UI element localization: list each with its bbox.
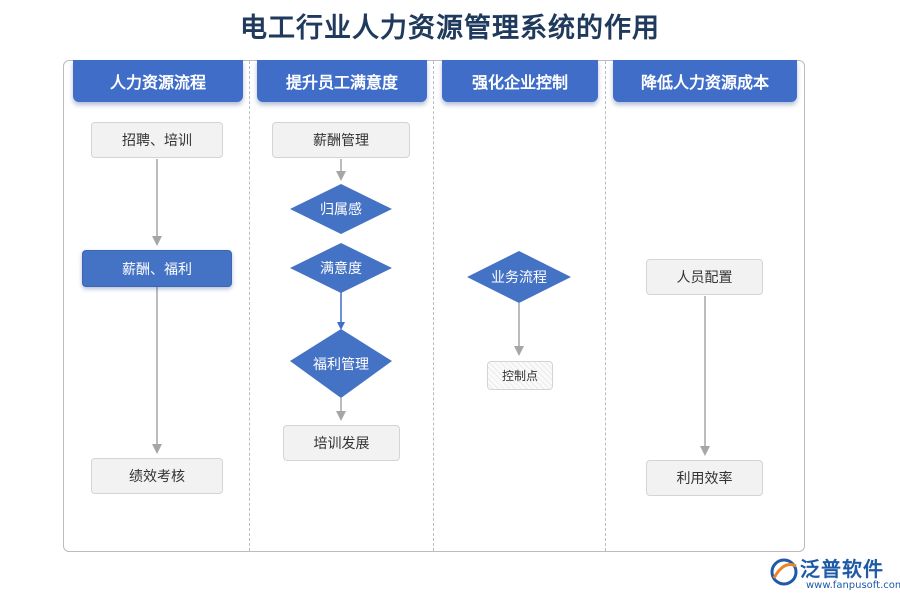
lane-divider — [605, 61, 606, 551]
lane-header-cost: 降低人力资源成本 — [613, 60, 797, 102]
lane-header-satisfaction: 提升员工满意度 — [257, 60, 427, 102]
label-satisfaction: 满意度 — [320, 261, 362, 277]
node-staffing: 人员配置 — [646, 259, 763, 295]
node-training-dev: 培训发展 — [283, 425, 400, 461]
logo-name: 泛普软件 — [800, 557, 884, 581]
lane-divider — [433, 61, 434, 551]
page-title: 电工行业人力资源管理系统的作用 — [240, 13, 660, 44]
node-recruit-training: 招聘、培训 — [91, 122, 223, 158]
node-control-point: 控制点 — [487, 361, 553, 390]
fanpu-logo-icon — [770, 558, 798, 586]
lane-divider — [249, 61, 250, 551]
node-utilization: 利用效率 — [646, 460, 763, 496]
node-salary-benefits: 薪酬、福利 — [82, 250, 232, 287]
diamond-business-flow — [467, 251, 571, 303]
diamond-welfare-mgmt — [290, 329, 392, 398]
label-belonging: 归属感 — [320, 202, 362, 218]
lane-header-control: 强化企业控制 — [442, 60, 598, 102]
diamond-belonging — [290, 184, 392, 234]
node-salary-mgmt: 薪酬管理 — [272, 122, 410, 158]
logo-url: www.fanpusoft.com — [806, 580, 900, 591]
node-performance: 绩效考核 — [91, 458, 223, 494]
lane-header-hr-process: 人力资源流程 — [73, 60, 243, 102]
diamond-satisfaction — [290, 243, 392, 293]
label-welfare-mgmt: 福利管理 — [313, 356, 369, 373]
label-business-flow: 业务流程 — [491, 270, 547, 286]
